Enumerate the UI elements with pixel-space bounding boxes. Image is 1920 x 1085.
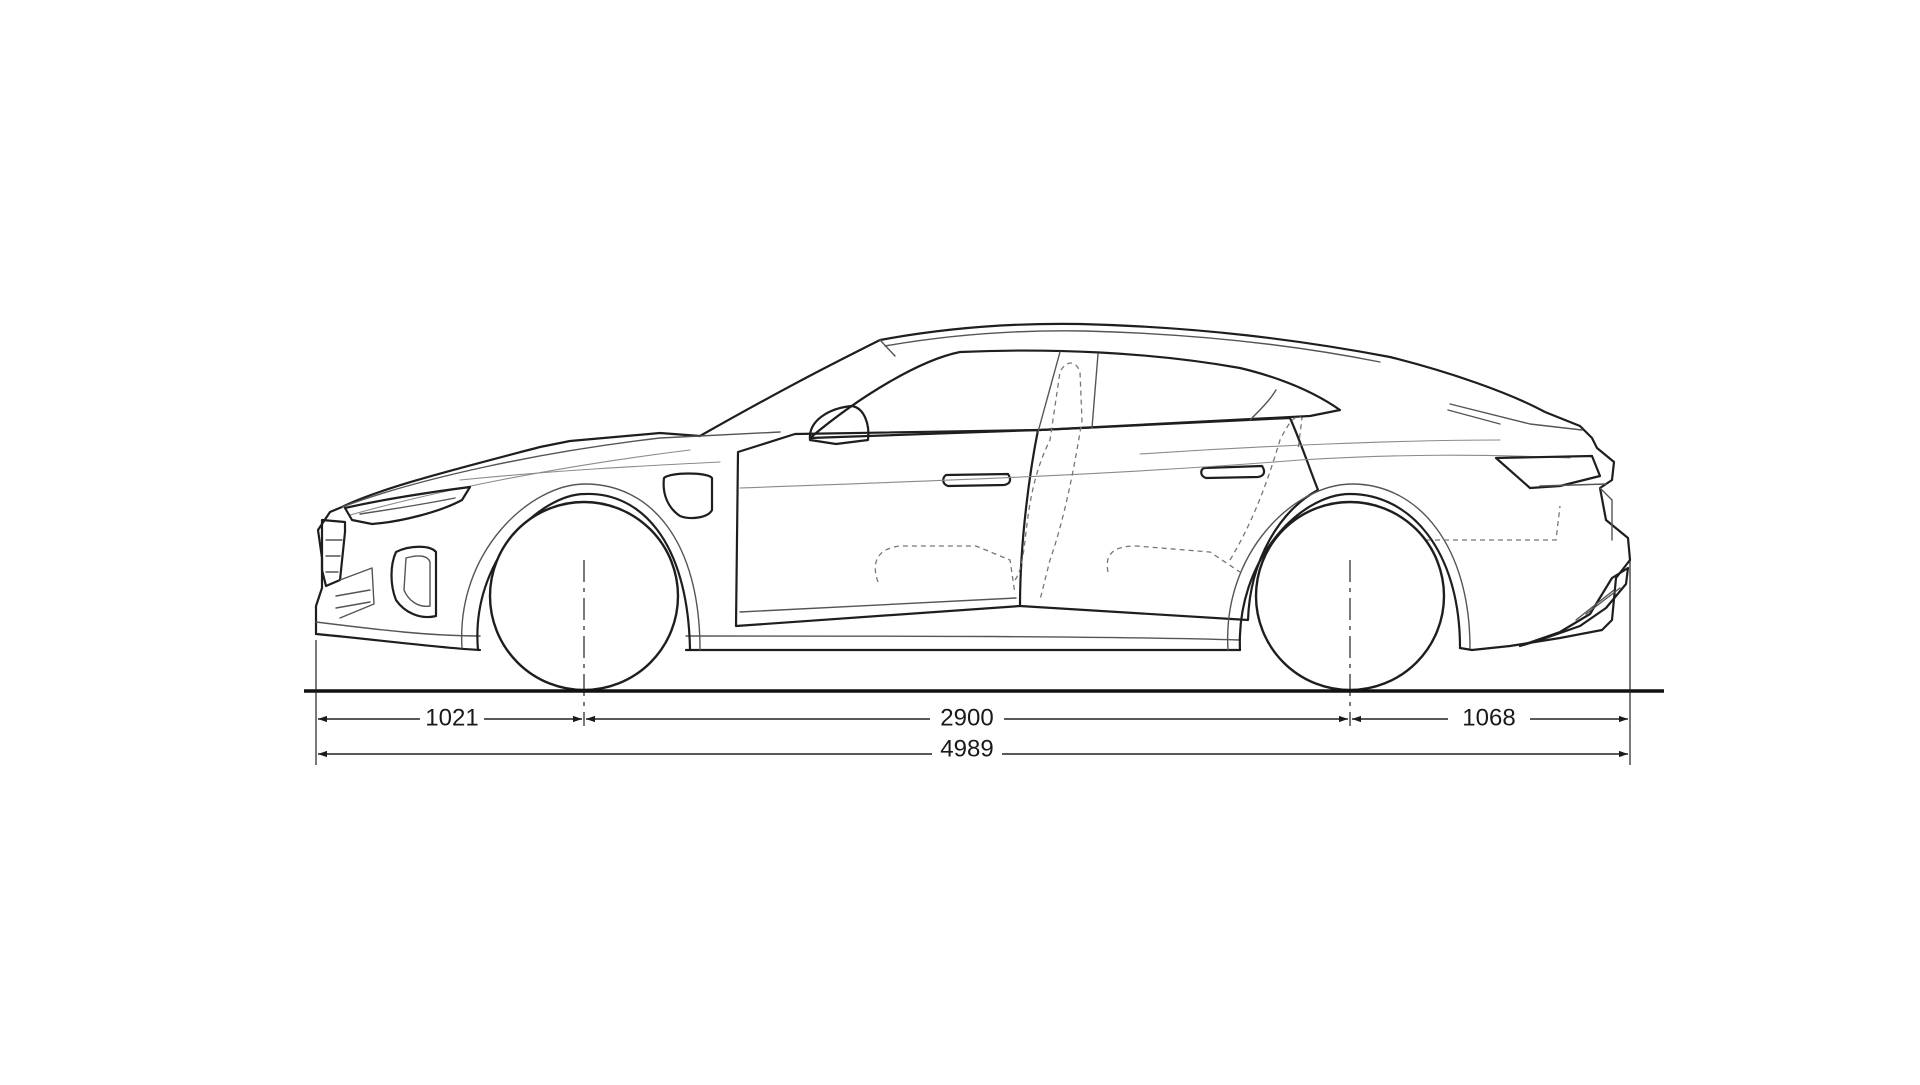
front-overhang-label: 1021 xyxy=(425,704,478,731)
taillight xyxy=(1494,454,1602,490)
car-body xyxy=(314,322,1632,652)
body-silhouette xyxy=(314,322,1632,652)
rear-diffuser xyxy=(1518,566,1630,648)
dimension-lines: 1021 2900 1068 4989 xyxy=(315,560,1631,765)
overall-length-label: 4989 xyxy=(940,735,993,762)
front-air-intake xyxy=(390,545,438,619)
side-windows xyxy=(808,349,1342,440)
side-mirror xyxy=(808,404,870,446)
rear-overhang-label: 1068 xyxy=(1462,704,1515,731)
front-door xyxy=(734,428,1040,628)
front-grille xyxy=(320,518,347,588)
front-wheel-arch xyxy=(476,492,692,652)
rear-door-handle xyxy=(1200,464,1266,480)
charging-flap xyxy=(662,472,714,520)
front-seat-outline xyxy=(874,362,1083,601)
headlight xyxy=(343,485,472,526)
rear-wheel-arch xyxy=(1238,492,1462,652)
rear-seat-outline xyxy=(1106,416,1303,573)
rear-wheel xyxy=(1254,500,1446,692)
wheelbase-label: 2900 xyxy=(940,704,993,731)
front-wheel xyxy=(488,500,680,692)
wheels xyxy=(488,500,1446,726)
